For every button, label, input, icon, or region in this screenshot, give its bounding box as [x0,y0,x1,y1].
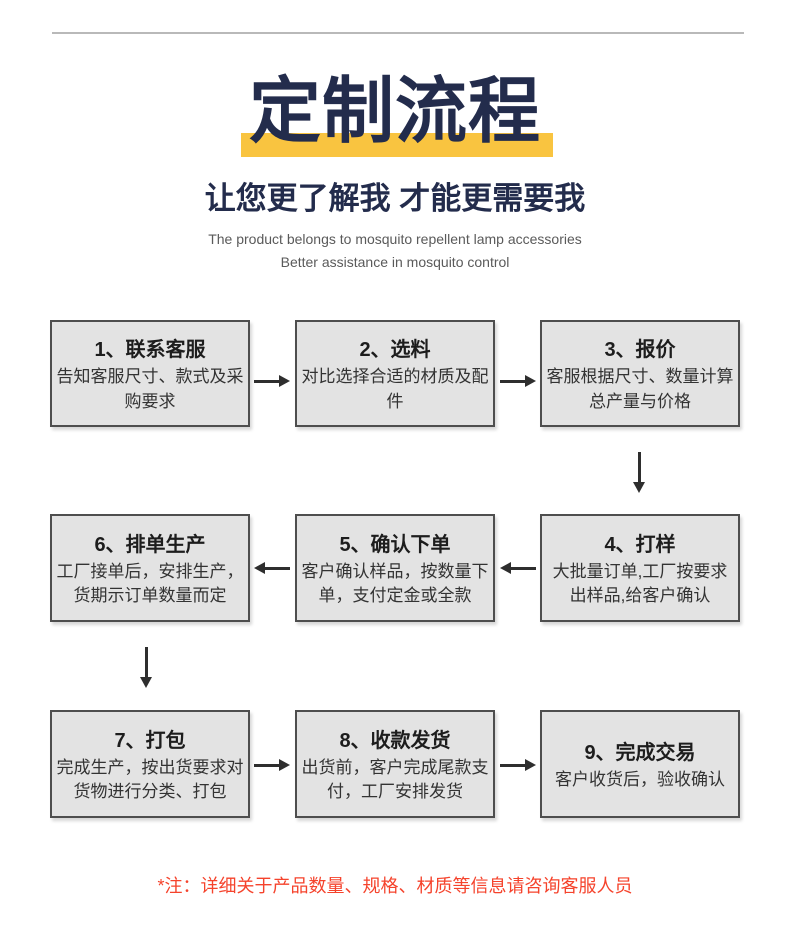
page-subtitle: 让您更了解我 才能更需要我 [204,181,586,216]
flow-step-body: 客户收货后，验收确认 [555,769,725,789]
tagline: The product belongs to mosquito repellen… [0,228,790,274]
flow-step-title: 2、选料 [359,339,431,362]
flow-step-box-8: 8、收款发货 出货前，客户完成尾款支付，工厂安排发货 [295,710,495,818]
arrow-right-icon [500,758,536,772]
flow-step-body: 工厂接单后，安排生产，货期示订单数量而定 [56,561,244,605]
flow-step-box-1: 1、联系客服 告知客服尺寸、款式及采购要求 [50,320,250,427]
arrow-right-icon [254,758,290,772]
flow-step-body: 出货前，客户完成尾款支付，工厂安排发货 [301,757,489,801]
flow-step-title: 9、完成交易 [584,741,696,764]
page-title-wrap: 定制流程 [240,76,553,157]
flow-step-body: 完成生产，按出货要求对货物进行分类、打包 [56,757,244,801]
arrow-right-icon [500,374,536,388]
arrow-down-icon [632,452,646,493]
flow-step-box-4: 4、打样 大批量订单,工厂按要求出样品,给客户确认 [540,514,740,622]
flow-step-body: 大批量订单,工厂按要求出样品,给客户确认 [552,561,728,605]
flow-step-title: 6、排单生产 [94,533,206,556]
flow-step-body: 客户确认样品，按数量下单，支付定金或全款 [301,561,489,605]
footnote: *注：详细关于产品数量、规格、材质等信息请咨询客服人员 [157,876,633,896]
flow-step-body: 客服根据尺寸、数量计算总产量与价格 [546,367,734,411]
tagline-line2: Better assistance in mosquito control [280,254,510,271]
flow-step-body: 告知客服尺寸、款式及采购要求 [56,367,244,411]
arrow-right-icon [254,374,290,388]
arrow-left-icon [254,561,290,575]
page-title-row: 定制流程 [0,76,790,157]
flow-step-title: 3、报价 [604,339,676,362]
tagline-line1: The product belongs to mosquito repellen… [208,231,582,247]
flow-step-body: 对比选择合适的材质及配件 [301,367,489,411]
flow-step-box-9: 9、完成交易 客户收货后，验收确认 [540,710,740,818]
flow-step-box-6: 6、排单生产 工厂接单后，安排生产，货期示订单数量而定 [50,514,250,622]
page-title: 定制流程 [248,72,541,152]
flow-step-title: 5、确认下单 [339,533,451,556]
flow-step-title: 7、打包 [114,729,186,752]
top-divider [52,32,744,34]
title-highlight-band [240,133,553,157]
flow-step-title: 4、打样 [604,533,676,556]
flow-step-title: 1、联系客服 [94,339,206,362]
flow-step-box-2: 2、选料 对比选择合适的材质及配件 [295,320,495,427]
arrow-left-icon [500,561,536,575]
flow-step-title: 8、收款发货 [339,729,451,752]
arrow-down-icon [139,647,153,688]
flow-step-box-5: 5、确认下单 客户确认样品，按数量下单，支付定金或全款 [295,514,495,622]
flow-step-box-3: 3、报价 客服根据尺寸、数量计算总产量与价格 [540,320,740,427]
flow-step-box-7: 7、打包 完成生产，按出货要求对货物进行分类、打包 [50,710,250,818]
